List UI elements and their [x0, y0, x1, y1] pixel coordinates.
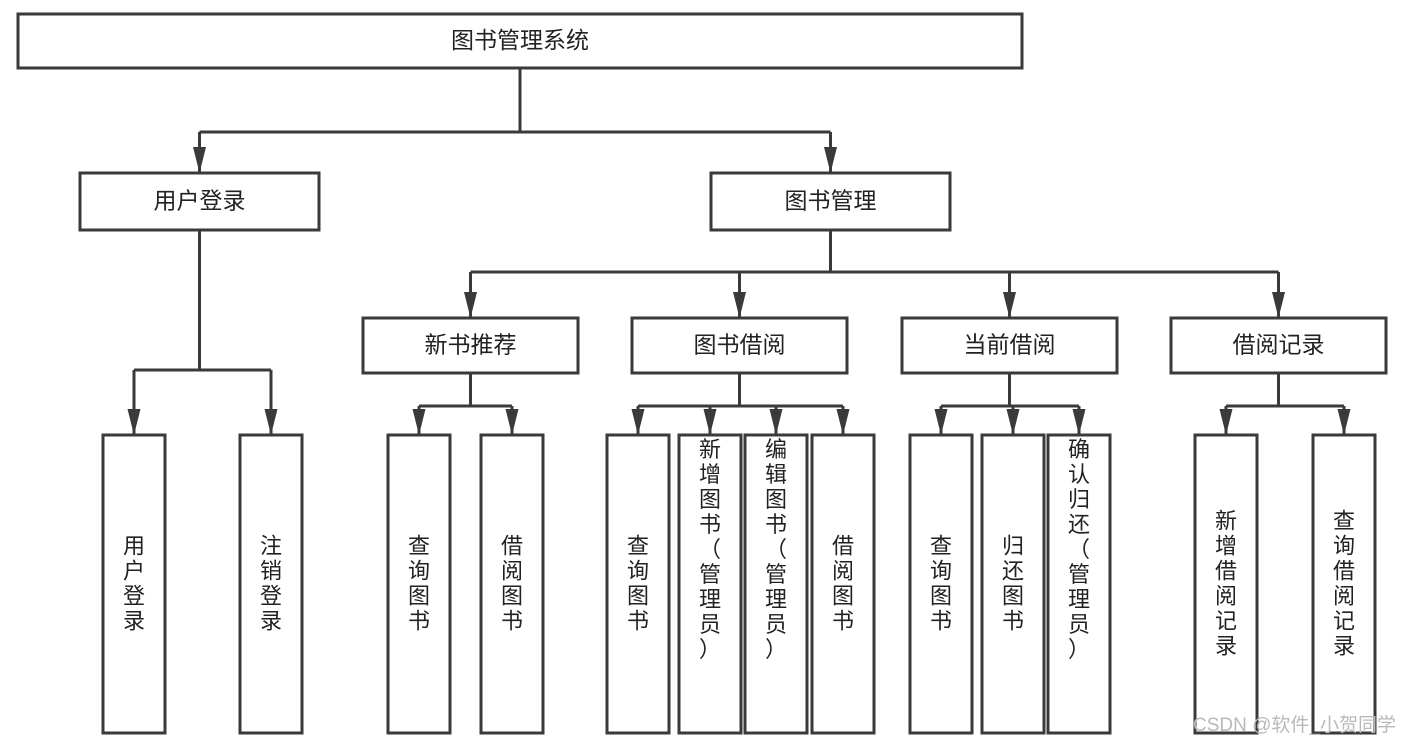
node-leaf-query-book-3[interactable]: 查询图书: [908, 433, 974, 735]
connector-group-book-mgmt: [464, 230, 1285, 318]
node-label-leaf-user-logout: 注销登录: [260, 534, 282, 634]
node-leaf-edit-book[interactable]: 编辑图书（管理员）: [743, 433, 809, 735]
connector-group-root: [193, 68, 837, 173]
connector-layer: [127, 68, 1351, 435]
node-label-leaf-query-book-2: 查询图书: [627, 534, 649, 634]
connector-group-book-borrow: [631, 373, 850, 435]
node-root[interactable]: 图书管理系统: [16, 12, 1024, 70]
node-box-leaf-query-record[interactable]: [1311, 433, 1377, 735]
node-box-leaf-borrow-book-2[interactable]: [810, 433, 876, 735]
connector-group-new-book-rec: [412, 373, 519, 435]
node-box-leaf-add-book[interactable]: [677, 433, 743, 735]
node-label-leaf-user-login: 用户登录: [123, 534, 145, 634]
node-label-leaf-borrow-book-2: 借阅图书: [832, 534, 854, 634]
arrow-head-icon: [1337, 409, 1351, 435]
node-box-leaf-return-book[interactable]: [980, 433, 1046, 735]
node-label-book-mgmt: 图书管理: [785, 188, 877, 214]
node-label-new-book-rec: 新书推荐: [425, 332, 517, 358]
node-box-leaf-query-book-3[interactable]: [908, 433, 974, 735]
node-box-root[interactable]: [16, 12, 1024, 70]
arrow-head-icon: [1003, 292, 1016, 318]
node-user-login[interactable]: 用户登录: [78, 171, 321, 232]
node-leaf-query-book-2[interactable]: 查询图书: [605, 433, 671, 735]
node-box-new-book-rec[interactable]: [361, 316, 580, 375]
watermark-label: CSDN @软件_小贺同学: [1193, 714, 1396, 736]
node-borrow-record[interactable]: 借阅记录: [1169, 316, 1388, 375]
arrow-head-icon: [264, 409, 278, 435]
connector-group-user-login: [127, 230, 278, 435]
node-label-root: 图书管理系统: [451, 27, 589, 53]
node-leaf-borrow-book-2[interactable]: 借阅图书: [810, 433, 876, 735]
node-layer: 图书管理系统用户登录图书管理新书推荐图书借阅当前借阅借阅记录用户登录注销登录查询…: [16, 12, 1388, 735]
node-label-leaf-confirm-return: 确认归还（管理员）: [1068, 437, 1090, 662]
node-box-leaf-edit-book[interactable]: [743, 433, 809, 735]
node-book-mgmt[interactable]: 图书管理: [709, 171, 952, 232]
node-label-leaf-add-book: 新增图书（管理员）: [699, 437, 721, 662]
node-box-leaf-query-book-1[interactable]: [386, 433, 452, 735]
connector-group-current-borrow: [934, 373, 1086, 435]
arrow-head-icon: [934, 409, 948, 435]
node-label-book-borrow: 图书借阅: [694, 332, 786, 358]
arrow-head-icon: [1006, 409, 1020, 435]
arrow-head-icon: [733, 292, 746, 318]
node-box-current-borrow[interactable]: [900, 316, 1119, 375]
node-leaf-user-logout[interactable]: 注销登录: [238, 433, 304, 735]
watermark-layer: CSDN @软件_小贺同学: [1193, 714, 1396, 736]
arrow-head-icon: [505, 409, 519, 435]
node-book-borrow[interactable]: 图书借阅: [630, 316, 849, 375]
node-leaf-query-book-1[interactable]: 查询图书: [386, 433, 452, 735]
arrow-head-icon: [464, 292, 477, 318]
node-label-leaf-query-record: 查询借阅记录: [1333, 509, 1355, 659]
arrow-head-icon: [1072, 409, 1086, 435]
arrow-head-icon: [1272, 292, 1285, 318]
node-box-leaf-borrow-book-1[interactable]: [479, 433, 545, 735]
node-label-leaf-borrow-book-1: 借阅图书: [501, 534, 523, 634]
arrow-head-icon: [824, 147, 837, 173]
node-label-leaf-return-book: 归还图书: [1002, 534, 1024, 634]
node-leaf-confirm-return[interactable]: 确认归还（管理员）: [1046, 433, 1112, 735]
connector-group-borrow-record: [1219, 373, 1351, 435]
node-label-current-borrow: 当前借阅: [964, 332, 1056, 358]
node-box-user-login[interactable]: [78, 171, 321, 232]
node-box-leaf-confirm-return[interactable]: [1046, 433, 1112, 735]
node-label-leaf-add-record: 新增借阅记录: [1215, 509, 1237, 659]
node-box-book-borrow[interactable]: [630, 316, 849, 375]
node-box-borrow-record[interactable]: [1169, 316, 1388, 375]
arrow-head-icon: [631, 409, 645, 435]
node-leaf-query-record[interactable]: 查询借阅记录: [1311, 433, 1377, 735]
node-label-user-login: 用户登录: [154, 188, 246, 214]
arrow-head-icon: [836, 409, 850, 435]
node-leaf-add-record[interactable]: 新增借阅记录: [1193, 433, 1259, 735]
node-box-book-mgmt[interactable]: [709, 171, 952, 232]
node-current-borrow[interactable]: 当前借阅: [900, 316, 1119, 375]
arrow-head-icon: [1219, 409, 1233, 435]
node-box-leaf-user-logout[interactable]: [238, 433, 304, 735]
node-label-leaf-query-book-3: 查询图书: [930, 534, 952, 634]
node-new-book-rec[interactable]: 新书推荐: [361, 316, 580, 375]
node-leaf-return-book[interactable]: 归还图书: [980, 433, 1046, 735]
node-box-leaf-query-book-2[interactable]: [605, 433, 671, 735]
node-label-leaf-edit-book: 编辑图书（管理员）: [765, 437, 787, 662]
arrow-head-icon: [769, 409, 783, 435]
node-leaf-borrow-book-1[interactable]: 借阅图书: [479, 433, 545, 735]
arrow-head-icon: [127, 409, 141, 435]
arrow-head-icon: [703, 409, 717, 435]
node-box-leaf-add-record[interactable]: [1193, 433, 1259, 735]
node-label-leaf-query-book-1: 查询图书: [408, 534, 430, 634]
arrow-head-icon: [412, 409, 426, 435]
node-label-borrow-record: 借阅记录: [1233, 332, 1325, 358]
node-box-leaf-user-login[interactable]: [101, 433, 167, 735]
node-leaf-user-login[interactable]: 用户登录: [101, 433, 167, 735]
node-leaf-add-book[interactable]: 新增图书（管理员）: [677, 433, 743, 735]
arrow-head-icon: [193, 147, 206, 173]
